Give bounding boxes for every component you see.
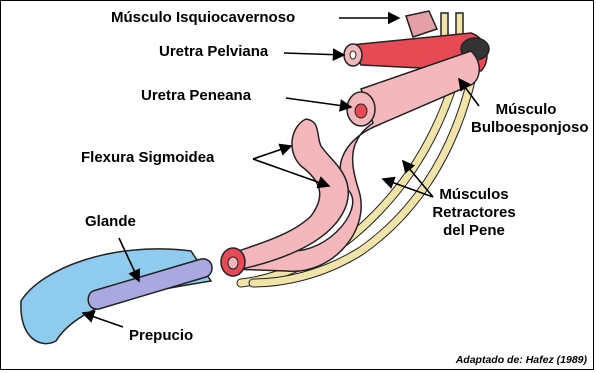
source-credit: Adaptado de: Hafez (1989) [456, 354, 587, 366]
label-retractor-line2: Retractores [419, 204, 529, 222]
label-glans: Glande [85, 213, 136, 231]
label-penile-urethra: Uretra Peneana [141, 87, 251, 105]
label-pelvic-urethra: Uretra Pelviana [159, 43, 268, 61]
label-bulbospongiosus-line2: Bulboesponjoso [471, 119, 581, 137]
label-bulbospongiosus: Músculo Bulboesponjoso [471, 101, 581, 137]
label-retractor-line3: del Pene [419, 222, 529, 240]
label-ischiocavernosus: Músculo Isquiocavernoso [111, 9, 295, 27]
label-retractor-muscles: Músculos Retractores del Pene [419, 186, 529, 240]
label-sigmoid-flexure: Flexura Sigmoidea [81, 149, 214, 167]
label-retractor-line1: Músculos [419, 186, 529, 204]
label-bulbospongiosus-line1: Músculo [471, 101, 581, 119]
label-prepuce: Prepucio [129, 327, 193, 345]
